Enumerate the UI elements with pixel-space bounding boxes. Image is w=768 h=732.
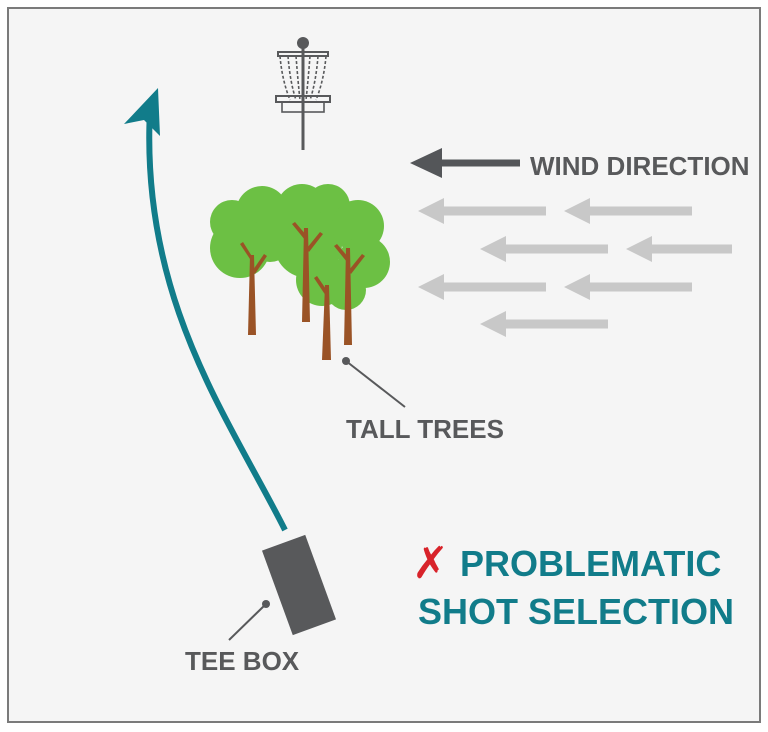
wind-arrow bbox=[564, 198, 692, 224]
wind-arrow bbox=[418, 198, 546, 224]
verdict-line-1: PROBLEMATIC bbox=[460, 543, 721, 584]
wind-arrow bbox=[564, 274, 692, 300]
wind-direction-label: WIND DIRECTION bbox=[530, 151, 750, 181]
flight-path-arrow bbox=[146, 109, 288, 532]
tee-box-icon bbox=[261, 534, 337, 636]
flight-path-arrow-head bbox=[124, 88, 160, 136]
diagram-frame bbox=[7, 7, 761, 723]
verdict-line-2: SHOT SELECTION bbox=[418, 591, 734, 632]
wind-arrow bbox=[480, 311, 608, 337]
cross-mark-icon: ✗ bbox=[412, 539, 449, 588]
wind-arrow bbox=[626, 236, 732, 262]
wind-arrow bbox=[418, 274, 546, 300]
tee-box-leader bbox=[228, 600, 270, 641]
wind-arrows bbox=[418, 198, 732, 337]
tree-trunks bbox=[240, 222, 365, 360]
tall-trees-label: TALL TREES bbox=[346, 414, 504, 444]
tall-trees-leader bbox=[342, 357, 406, 408]
wind-arrow bbox=[480, 236, 608, 262]
disc-golf-basket-icon bbox=[275, 37, 331, 150]
wind-direction-arrow bbox=[410, 148, 520, 178]
tee-box-label: TEE BOX bbox=[185, 646, 300, 676]
tree-cluster-icon bbox=[210, 184, 390, 360]
